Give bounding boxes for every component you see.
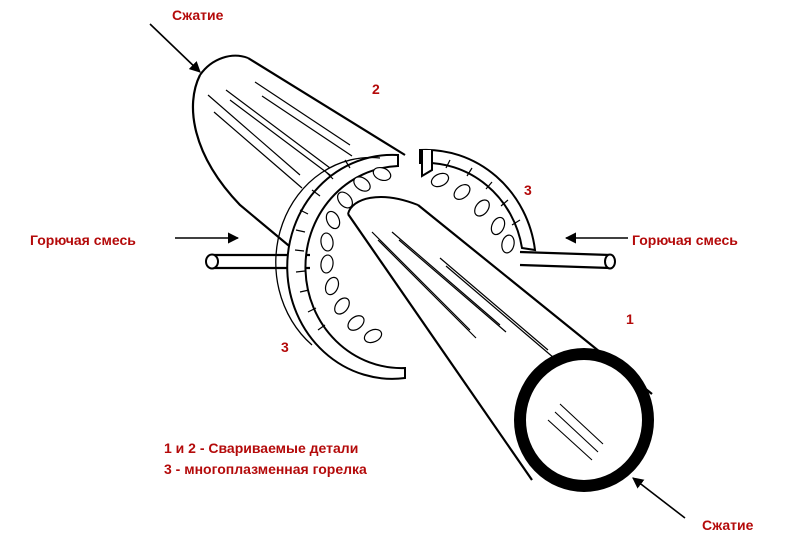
- pipe-part-1: [347, 196, 666, 511]
- compression-arrow-bottom: [632, 477, 686, 519]
- torch-right-half: [419, 148, 537, 254]
- legend-line-1: 1 и 2 - Свариваемые детали: [164, 440, 359, 456]
- torch-left-half: [275, 153, 406, 380]
- fuel-label-right: Горючая смесь: [632, 232, 738, 248]
- torch-label-lower: 3: [281, 339, 289, 355]
- compression-arrow-top: [149, 23, 201, 73]
- torch-label-upper: 3: [524, 182, 532, 198]
- compression-label-bottom: Сжатие: [702, 517, 754, 533]
- part-1-label: 1: [626, 311, 634, 327]
- legend-line-2: 3 - многоплазменная горелка: [164, 461, 367, 477]
- force-arrows: [149, 23, 686, 519]
- fuel-feed-tubes: [205, 250, 616, 270]
- part-2-label: 2: [372, 81, 380, 97]
- compression-label-top: Сжатие: [172, 7, 224, 23]
- fuel-label-left: Горючая смесь: [30, 232, 136, 248]
